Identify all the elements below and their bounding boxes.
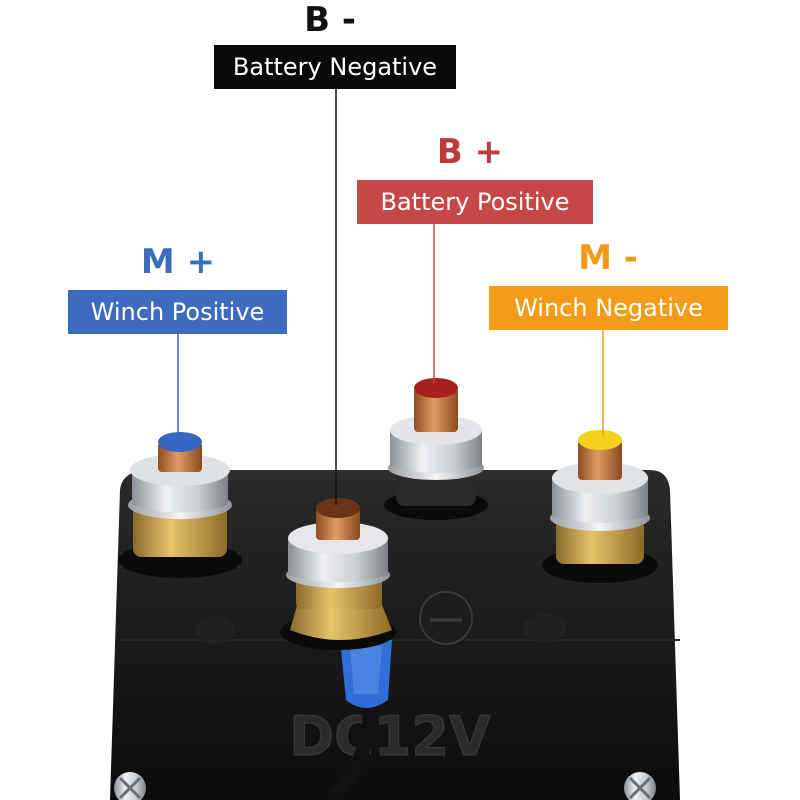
housing-indent-marker bbox=[419, 591, 473, 645]
housing-bump-left bbox=[195, 616, 235, 644]
terminal-b-neg bbox=[280, 498, 396, 650]
housing-screw-left bbox=[114, 772, 146, 800]
terminal-m-pos bbox=[118, 432, 242, 578]
terminal-m-neg bbox=[542, 430, 658, 583]
terminal-b-pos bbox=[384, 378, 488, 520]
terminal-symbol-m-pos: M + bbox=[140, 242, 216, 282]
terminal-label-m-pos: Winch Positive bbox=[68, 290, 287, 334]
terminal-symbol-b-pos: B + bbox=[436, 132, 504, 172]
housing-marking: DC12V bbox=[289, 705, 491, 768]
housing-bump-right bbox=[523, 614, 567, 642]
terminal-label-b-neg: Battery Negative bbox=[214, 45, 456, 89]
housing-screw-right bbox=[624, 772, 656, 800]
terminal-cap-b-pos bbox=[414, 378, 458, 398]
ground-wire bbox=[325, 640, 392, 800]
terminal-cap-b-neg bbox=[316, 498, 360, 518]
terminal-cap-m-pos bbox=[158, 432, 202, 452]
terminal-symbol-b-neg: B - bbox=[304, 0, 356, 40]
terminal-label-m-neg: Winch Negative bbox=[489, 286, 728, 330]
terminal-cap-m-neg bbox=[578, 430, 622, 450]
terminal-symbol-m-neg: M - bbox=[578, 238, 638, 278]
terminal-label-b-pos: Battery Positive bbox=[357, 180, 593, 224]
